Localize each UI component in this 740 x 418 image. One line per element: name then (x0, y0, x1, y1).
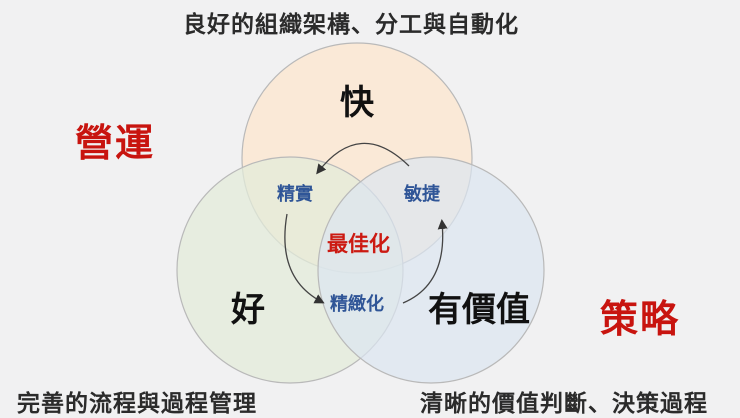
arrow-refined-to-agile-icon (402, 219, 448, 304)
center-label-optimized: 最佳化 (327, 232, 390, 256)
caption-bottom-left: 完善的流程與過程管理 (17, 391, 257, 417)
caption-top: 良好的組織架構、分工與自動化 (183, 12, 519, 38)
circle-label-valuable: 有價值 (428, 290, 530, 330)
circle-valuable (317, 156, 545, 384)
circle-label-good: 好 (231, 290, 265, 330)
domain-label-strategy: 策略 (600, 297, 681, 341)
overlap-label-lean: 精實 (277, 184, 313, 205)
overlap-label-refined: 精緻化 (330, 294, 384, 315)
arrow-lean-to-refined-icon (284, 213, 325, 304)
domain-label-operations: 營運 (75, 121, 156, 165)
caption-bottom-right: 清晰的價值判斷、決策過程 (420, 391, 708, 417)
circle-label-fast: 快 (340, 83, 374, 123)
arrow-agile-to-lean-icon (316, 142, 410, 175)
overlap-label-agile: 敏捷 (404, 184, 440, 205)
